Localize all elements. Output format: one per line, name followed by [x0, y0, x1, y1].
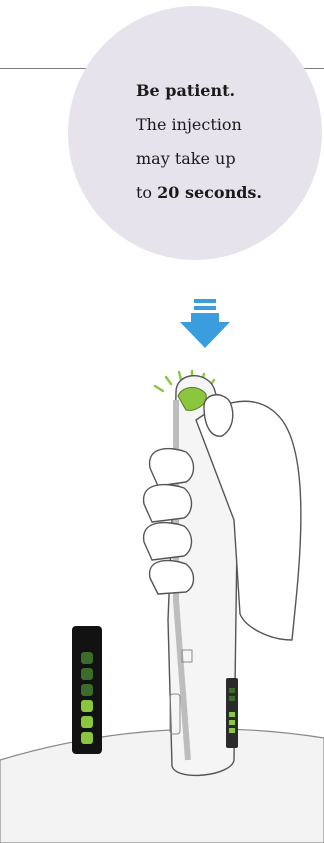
indicator-segment-3	[81, 684, 93, 696]
indicator-segment-5	[81, 716, 93, 728]
progress-indicator	[72, 626, 102, 754]
down-arrow-icon	[180, 299, 230, 348]
indicator-segment-6	[81, 732, 93, 744]
indicator-segment-1	[81, 652, 93, 664]
skin-surface	[0, 729, 324, 843]
indicator-segment-4	[81, 700, 93, 712]
indicator-segment-2	[81, 668, 93, 680]
